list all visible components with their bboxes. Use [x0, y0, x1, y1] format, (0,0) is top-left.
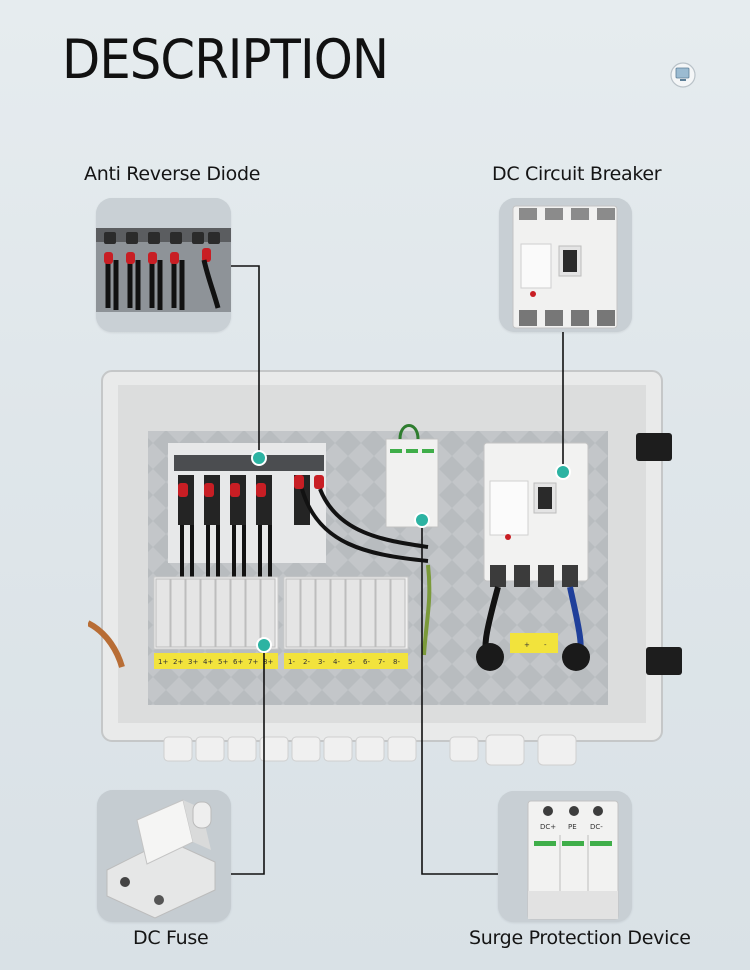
fuse-terminal-label: 4-	[333, 658, 340, 666]
fuse-terminal-label: 7+	[248, 658, 258, 666]
fuse-terminal-label: 4+	[203, 658, 213, 666]
fuse-terminal-label: 2+	[173, 658, 183, 666]
label-dc-circuit-breaker: DC Circuit Breaker	[492, 163, 662, 185]
fuse-terminal-label: 6-	[363, 658, 370, 666]
fuse-terminal-label: 3-	[318, 658, 325, 666]
label-surge-protection-device: Surge Protection Device	[469, 927, 691, 949]
fuse-terminal-label: 1+	[158, 658, 168, 666]
fuse-terminal-label: 3+	[188, 658, 198, 666]
surge-protection-device-thumbnail: DC+ PE DC-	[498, 791, 632, 922]
monitor-icon	[668, 61, 698, 89]
fuse-terminal-label: 7-	[378, 658, 385, 666]
dc-fuse-thumbnail	[97, 790, 231, 922]
fuse-terminal-label: 1-	[288, 658, 295, 666]
dc-circuit-breaker-thumbnail	[499, 198, 632, 332]
spd-pole-label: DC-	[590, 823, 603, 831]
fuse-terminal-label: 6+	[233, 658, 243, 666]
combiner-box-enclosure: + - 1+2+3+4+5+6+7+8+1-2-3-4-5	[88, 365, 688, 785]
breaker-terminal-plus: +	[524, 641, 530, 649]
spd-pole-label: DC+	[540, 823, 556, 831]
fuse-terminal-label: 8+	[263, 658, 273, 666]
page-title: DESCRIPTION	[62, 28, 389, 91]
fuse-terminal-label: 5+	[218, 658, 228, 666]
anti-reverse-diode-thumbnail	[96, 198, 231, 332]
fuse-terminal-label: 5-	[348, 658, 355, 666]
breaker-terminal-minus: -	[544, 641, 547, 649]
fuse-terminal-label: 2-	[303, 658, 310, 666]
fuse-terminal-label: 8-	[393, 658, 400, 666]
label-anti-reverse-diode: Anti Reverse Diode	[84, 163, 261, 185]
label-dc-fuse: DC Fuse	[133, 927, 209, 949]
spd-pole-label: PE	[568, 823, 577, 831]
